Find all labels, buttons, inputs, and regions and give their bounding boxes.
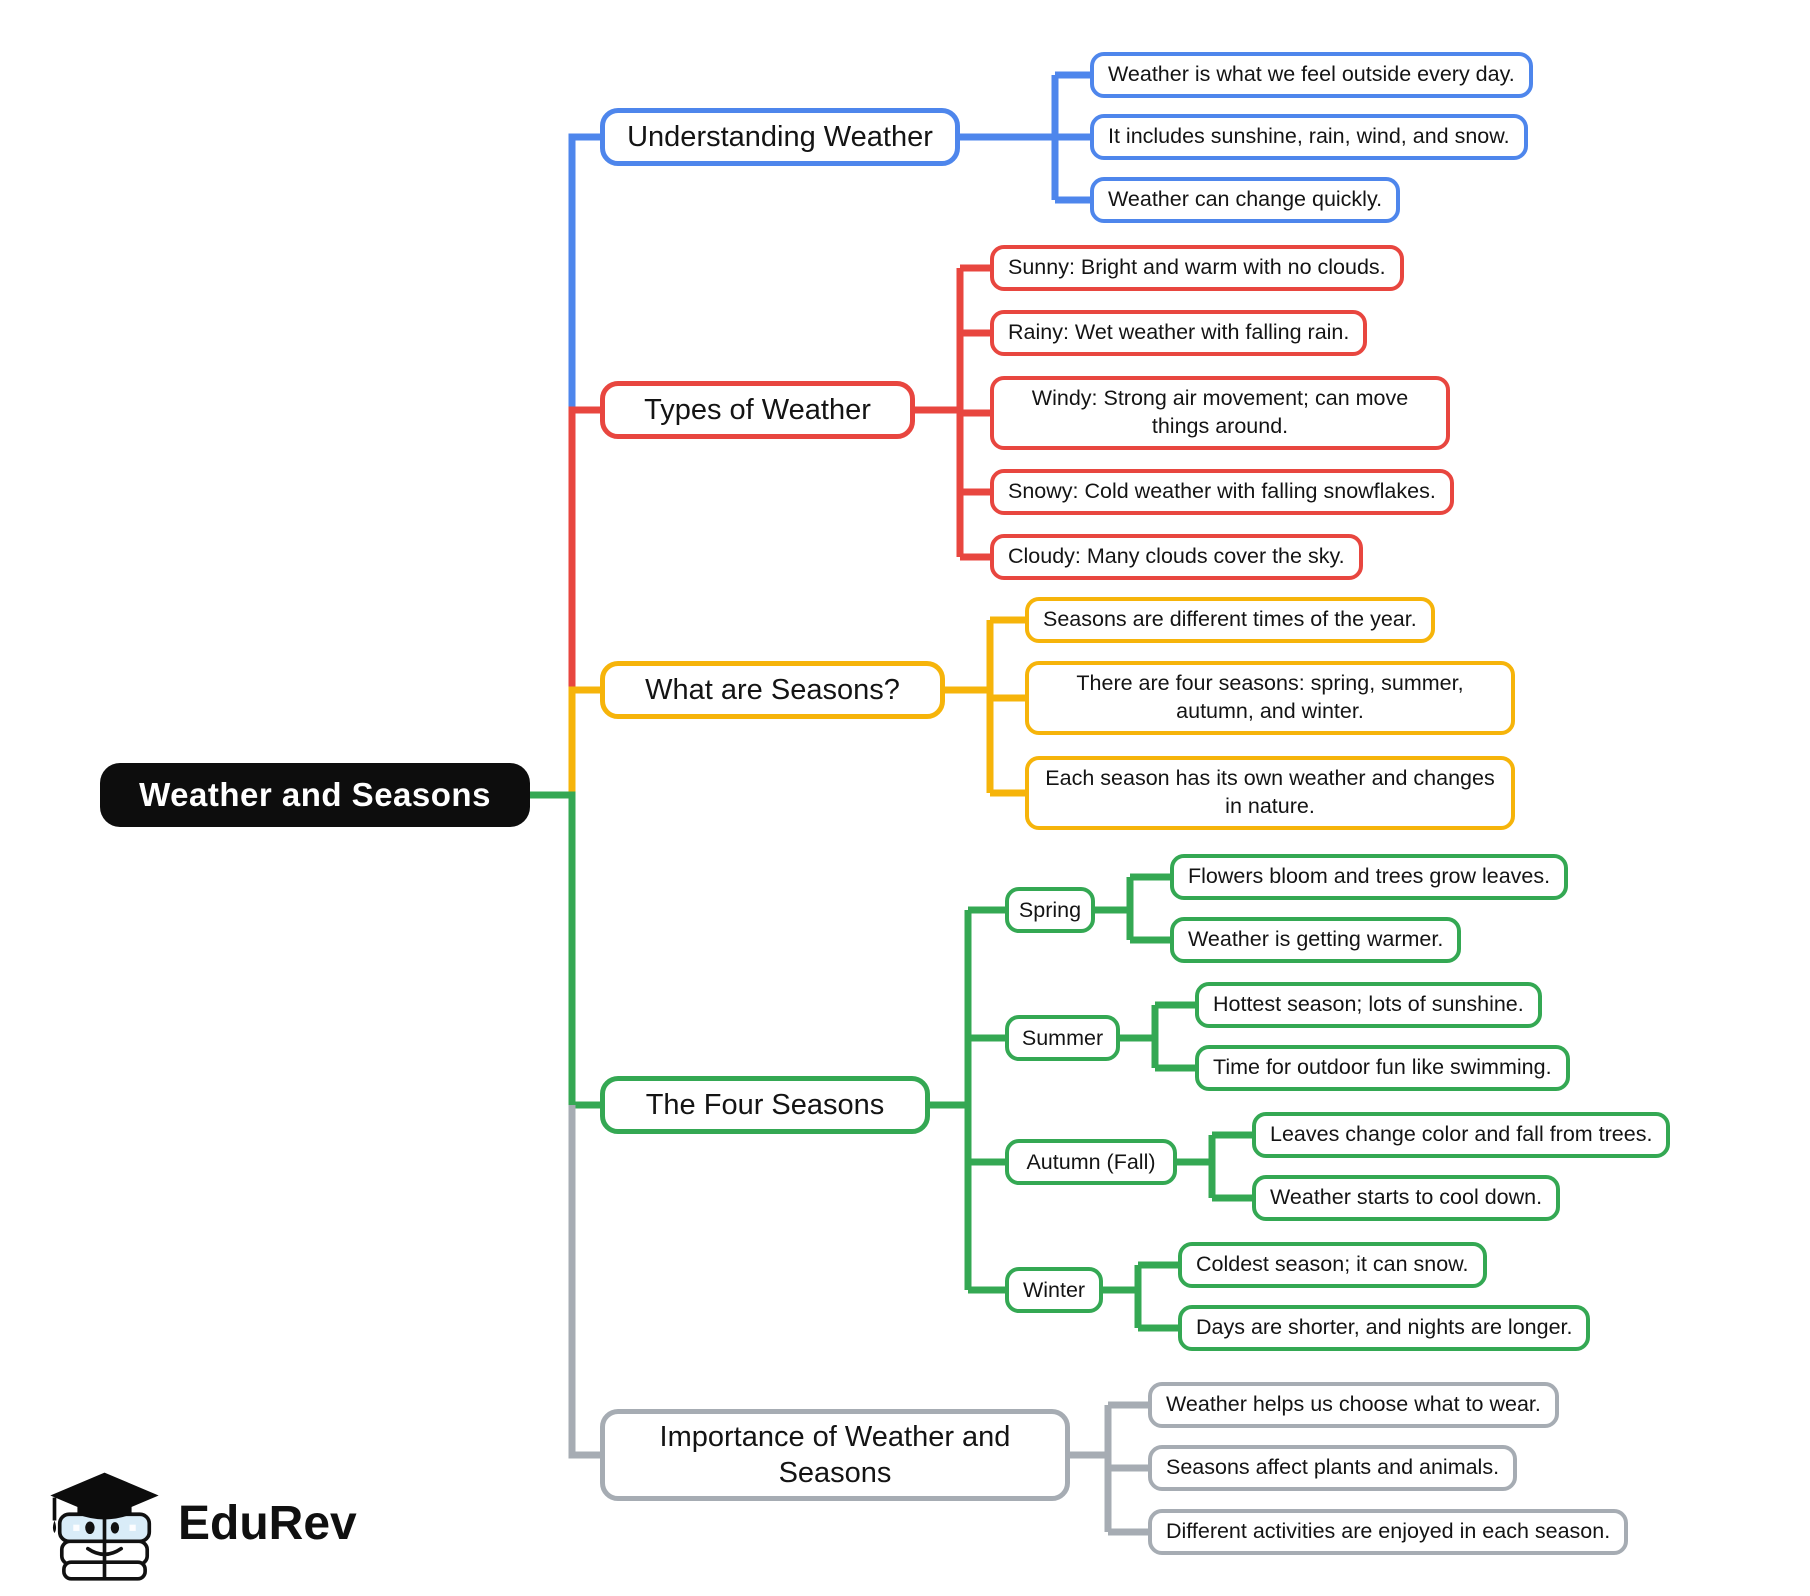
leaf-node: Different activities are enjoyed in each…	[1148, 1509, 1629, 1555]
leaf-node: Hottest season; lots of sunshine.	[1195, 982, 1542, 1028]
leaf-node: Rainy: Wet weather with falling rain.	[990, 310, 1368, 356]
trunk-green	[530, 791, 600, 1109]
season-node-summer: Summer	[1005, 1015, 1120, 1061]
leaf-node: Weather helps us choose what to wear.	[1148, 1382, 1559, 1428]
season-node-spring: Spring	[1005, 887, 1095, 933]
edurev-mascot-icon	[50, 1472, 159, 1581]
fan-four-seasons	[930, 906, 1005, 1294]
leaf-node: Flowers bloom and trees grow leaves.	[1170, 854, 1569, 900]
leaf-node: Weather can change quickly.	[1090, 177, 1401, 223]
fan-autumn	[1177, 1131, 1252, 1202]
root-node: Weather and Seasons	[100, 763, 530, 827]
branch-node-understanding-weather: Understanding Weather	[600, 108, 960, 166]
leaf-node: There are four seasons: spring, summer, …	[1025, 661, 1515, 735]
leaf-node: Time for outdoor fun like swimming.	[1195, 1045, 1570, 1091]
edurev-brand-text: EduRev	[178, 1497, 357, 1550]
fan-importance	[1070, 1401, 1148, 1536]
leaf-node: Leaves change color and fall from trees.	[1252, 1112, 1671, 1158]
trunk-yellow	[568, 686, 600, 795]
branch-node-types-of-weather: Types of Weather	[600, 381, 915, 439]
leaf-node: Weather is what we feel outside every da…	[1090, 52, 1533, 98]
fan-types-of-weather	[915, 264, 990, 561]
season-node-winter: Winter	[1005, 1267, 1103, 1313]
fan-understanding-weather	[960, 71, 1090, 204]
leaf-node: It includes sunshine, rain, wind, and sn…	[1090, 114, 1528, 160]
fan-spring	[1095, 873, 1170, 944]
leaf-node: Seasons affect plants and animals.	[1148, 1445, 1518, 1491]
branch-node-what-are-seasons: What are Seasons?	[600, 661, 945, 719]
leaf-node: Snowy: Cold weather with falling snowfla…	[990, 469, 1454, 515]
leaf-node: Cloudy: Many clouds cover the sky.	[990, 534, 1363, 580]
fan-summer	[1120, 1001, 1195, 1072]
leaf-node: Windy: Strong air movement; can move thi…	[990, 376, 1450, 450]
branch-node-importance: Importance of Weather and Seasons	[600, 1409, 1070, 1501]
trunk-gray	[568, 1105, 600, 1459]
fan-winter	[1103, 1261, 1178, 1332]
leaf-node: Weather is getting warmer.	[1170, 917, 1462, 963]
fan-what-are-seasons	[945, 616, 1025, 797]
season-node-autumn: Autumn (Fall)	[1005, 1139, 1177, 1185]
branch-node-four-seasons: The Four Seasons	[600, 1076, 930, 1134]
trunk-red	[568, 406, 600, 690]
leaf-node: Sunny: Bright and warm with no clouds.	[990, 245, 1404, 291]
leaf-node: Days are shorter, and nights are longer.	[1178, 1305, 1591, 1351]
leaf-node: Weather starts to cool down.	[1252, 1175, 1561, 1221]
leaf-node: Each season has its own weather and chan…	[1025, 756, 1515, 830]
leaf-node: Seasons are different times of the year.	[1025, 597, 1435, 643]
trunk-blue	[568, 133, 600, 410]
leaf-node: Coldest season; it can snow.	[1178, 1242, 1487, 1288]
